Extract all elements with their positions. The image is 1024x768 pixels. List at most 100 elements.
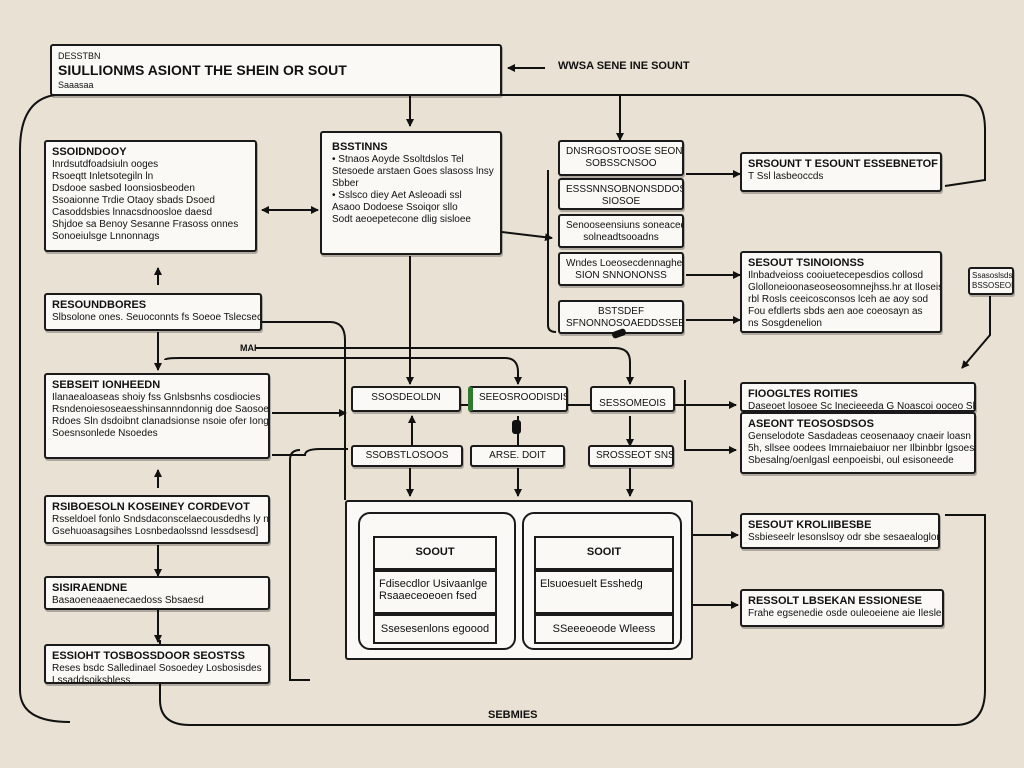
mid-bottom-2: ARSE. DOIT	[470, 445, 565, 467]
stack-box-line: DNSRGOSTOOSE SEONOT	[566, 146, 684, 157]
bottom-card-2-title: SOOIT	[586, 546, 622, 558]
bottom-card-1-footer-label: Ssesesenlons egoood	[380, 623, 490, 635]
left-box-1-line: Sonoeiulsge Lnnonnags	[52, 231, 160, 242]
right-box-5-title: SESOUT KROLIIBESBE	[748, 519, 872, 531]
right-box-4-title: ASEONT TEOSOSDSOS	[748, 418, 874, 430]
right-box-2-title: SESOUT TSINOIONSS	[748, 257, 865, 269]
center-box-line: Asaoo Dodoese Ssoiqor sllo	[332, 202, 458, 213]
left-box-1-line: Ssoaionne Trdie Otaoy sbads Dsoed	[52, 195, 215, 206]
left-box-4: RSIBOESOLN KOSEINEY CORDEVOT Rsseldoel f…	[44, 495, 270, 544]
left-box-3-title: SEBSEIT IONHEEDN	[52, 379, 161, 391]
right-box-1-title: SRSOUNT T ESOUNT ESSEBNETOF	[748, 158, 938, 170]
stack-box-line: BSTSDEF	[597, 306, 645, 317]
right-box-2-line: Ilnbadveioss cooiuetecepesdios collosd	[748, 270, 924, 281]
bottom-card-1-title: SOOUT	[415, 546, 455, 558]
right-box-2-line: rbl Rosls ceeicosconsos lceh ae aoy sod	[748, 294, 929, 305]
right-box-6-title: RESSOLT LBSEKAN ESSIONESE	[748, 595, 922, 607]
mid-bottom-3: SROSSEOT SNSOT	[588, 445, 674, 467]
right-box-5: SESOUT KROLIIBESBE Ssbieseelr lesonslsoy…	[740, 513, 940, 549]
mid-bottom-1: SSOBSTLOSOOS	[351, 445, 463, 467]
left-box-2-title: RESOUNDBORES	[52, 299, 147, 311]
right-box-2-line: ns Sosgdenelion	[748, 318, 822, 329]
left-box-6-line: Lssaddsoiksbless	[52, 675, 131, 684]
center-box-line: Stesoede arstaen Goes slasoss lnsy	[332, 166, 494, 177]
center-box-line: Sodt aeoepetecone dlig sisloee	[332, 214, 471, 225]
bottom-loop-label: SEBMIES	[488, 709, 538, 721]
right-box-4: ASEONT TEOSOSDSOS Genselodote Sasdadeas …	[740, 412, 976, 474]
left-box-1-line: Rsoeqtt Inletsotegiln ln	[52, 171, 154, 182]
bottom-card-2-title-box: SOOIT	[534, 536, 674, 570]
mid-bottom-3-label: SROSSEOT SNSOT	[596, 450, 672, 461]
mid-top-2: SEEOSROODISDIS	[468, 386, 568, 412]
mid-top-1-label: SSOSDEOLDN	[371, 392, 441, 403]
mid-bottom-2-label: ARSE. DOIT	[489, 450, 546, 461]
left-box-1-title: SSOIDNDOOY	[52, 146, 127, 158]
center-box-line: • Sslsco diey Aet Asleoadi ssl	[332, 190, 462, 201]
stack-box-line: Senooseensiuns soneacedd	[566, 220, 684, 231]
left-box-3-line: Soesnsonlede Nsoedes	[52, 428, 158, 439]
center-box-line: • Stnaos Aoyde Ssoltdslos Tel	[332, 154, 464, 165]
side-tag: Ssasoslsdsa BSSOSEOBSS	[968, 267, 1014, 295]
left-box-2: RESOUNDBORES Slbsolone ones. Seuoconnts …	[44, 293, 262, 331]
right-box-6: RESSOLT LBSEKAN ESSIONESE Frahe egsenedi…	[740, 589, 944, 627]
right-box-2: SESOUT TSINOIONSS Ilnbadveioss cooiuetec…	[740, 251, 942, 333]
side-tag-line: Ssasoslsdsa	[972, 271, 1014, 280]
left-box-3-line: Ilanaealoaseas shoiy fss Gnlsbsnhs cosdi…	[52, 392, 261, 403]
left-box-4-line: Gsehuoasagsihes Losnbedaolssnd Iessdsesd…	[52, 526, 259, 537]
right-box-6-line: Frahe egsenedie osde ouleoeiene aie Iles…	[748, 608, 942, 619]
center-box-line: Sbber	[332, 178, 359, 189]
small-label-ma: MAI	[240, 343, 257, 353]
left-box-1-line: Dsdooe sasbed Ioonsiosbeoden	[52, 183, 195, 194]
right-box-5-line: Ssbieseelr lesonslsoy odr sbe sesaealogl…	[748, 532, 940, 543]
right-box-1-line: T Ssl lasbeoccds	[748, 171, 824, 182]
left-box-3-line: Rdoes Sln dsdoibnt clanadsionse nsoie of…	[52, 416, 269, 427]
left-box-5-line: Basaoeneaaenecaedoss Sbsaesd	[52, 595, 204, 606]
stack-box-line: SFNONNOSOAEDDSSEE	[566, 318, 684, 329]
stack-box-line: Wndes Loeosecdennaghe	[566, 258, 683, 269]
bottom-card-2-line: Elsuoesuelt Esshedg	[540, 578, 643, 590]
left-box-5: SISIRAENDNE Basaoeneaaenecaedoss Sbsaesd	[44, 576, 270, 610]
mid-top-3: SESSOMEOIS	[590, 386, 675, 412]
connector-node	[512, 420, 521, 434]
bottom-card-1-line: Rsaaeceoeoen fsed	[379, 590, 477, 602]
right-box-3-title: FIOOGLTES ROITIES	[748, 388, 858, 400]
left-box-1-line: Inrdsutdfoadsiuln ooges	[52, 159, 159, 170]
mid-top-3-label: SESSOMEOIS	[599, 398, 666, 409]
left-box-1: SSOIDNDOOY Inrdsutdfoadsiuln ooges Rsoeq…	[44, 140, 257, 252]
right-box-4-line: 5h, sllsee oodees Imrnaiebaiuor ner Ilbi…	[748, 443, 976, 454]
right-box-3: FIOOGLTES ROITIES Daseoet losoee Sc Inec…	[740, 382, 976, 412]
header-title: SIULLIONMS ASIONT THE SHEIN OR SOUT	[58, 62, 347, 78]
side-tag-line: BSSOSEOBSS	[972, 281, 1012, 290]
bottom-card-1-line: Fdisecdlor Usivaanlge	[379, 578, 488, 590]
left-box-1-line: Shjdoe sa Benoy Sesanne Frasoss onnes	[52, 219, 239, 230]
center-process-box: BSSTINNS • Stnaos Aoyde Ssoltdslos Tel S…	[320, 131, 502, 255]
left-box-5-title: SISIRAENDNE	[52, 582, 128, 594]
stack-box-1: DNSRGOSTOOSE SEONOT SOBSSCNSOO	[558, 140, 684, 176]
bottom-loop	[159, 514, 986, 726]
bottom-card-1-body: Fdisecdlor Usivaanlge Rsaaeceoeoen fsed	[373, 570, 497, 614]
right-box-2-line: Fou efdlerts sbds aen aoe coeosayn as	[748, 306, 923, 317]
mid-top-1: SSOSDEOLDN	[351, 386, 461, 412]
bottom-card-2-footer-label: SSeeeoeode Wleess	[552, 623, 656, 635]
left-box-6-title: ESSIOHT TOSBOSSDOOR SEOSTSS	[52, 650, 245, 662]
stack-box-line: solneadtsooadns	[583, 232, 659, 243]
bottom-card-1-footer: Ssesesenlons egoood	[373, 614, 497, 644]
bottom-card-2-footer: SSeeeoeode Wleess	[534, 614, 674, 644]
bottom-card-2-body: Elsuoesuelt Esshedg	[534, 570, 674, 614]
left-box-6: ESSIOHT TOSBOSSDOOR SEOSTSS Reses bsdc S…	[44, 644, 270, 684]
outer-loop-right	[500, 94, 986, 187]
header-box: DESSTBN SIULLIONMS ASIONT THE SHEIN OR S…	[50, 44, 502, 96]
header-small: DESSTBN	[58, 51, 101, 61]
left-box-3: SEBSEIT IONHEEDN Ilanaealoaseas shoiy fs…	[44, 373, 270, 459]
stack-box-line: ESSSNNSOBNONSDDOS	[566, 184, 684, 195]
right-box-4-line: Genselodote Sasdadeas ceosenaaoy cnaeir …	[748, 431, 974, 442]
left-box-1-line: Casoddsbies lnnacsdnoosloe daesd	[52, 207, 213, 218]
left-box-4-line: Rsseldoel fonlo Sndsdaconscelaecousdedhs…	[52, 514, 270, 525]
header-sub: Saaasaa	[58, 80, 94, 90]
stack-box-line: SION SNNONONSS	[575, 270, 667, 281]
mid-top-2-label: SEEOSROODISDIS	[479, 392, 568, 403]
stack-box-3: Senooseensiuns soneacedd solneadtsooadns	[558, 214, 684, 248]
right-box-1: SRSOUNT T ESOUNT ESSEBNETOF T Ssl lasbeo…	[740, 152, 942, 192]
